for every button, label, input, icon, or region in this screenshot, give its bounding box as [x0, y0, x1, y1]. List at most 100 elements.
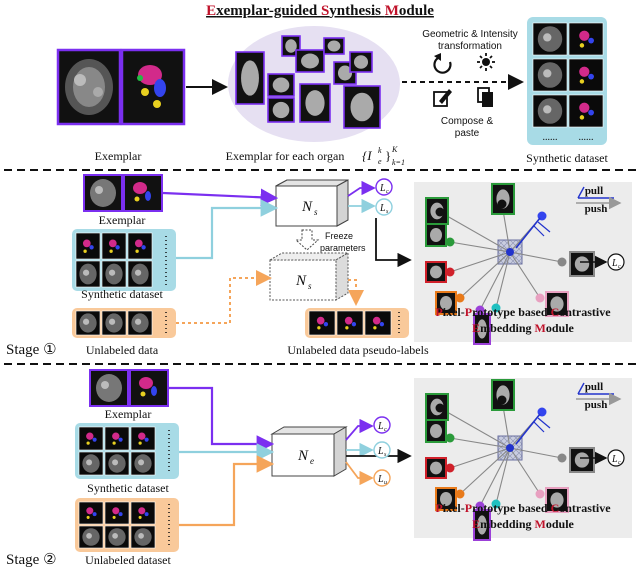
class-shape — [430, 423, 442, 439]
s1-network-frozen-sub: s — [308, 281, 312, 291]
organ-shape — [301, 53, 319, 69]
compose-label-2: paste — [455, 128, 480, 139]
organ-shape — [272, 101, 290, 119]
prototype-node — [445, 267, 455, 277]
s2-exemplar — [89, 369, 169, 407]
s1-network-sub: s — [314, 207, 318, 217]
seg-organ — [108, 239, 117, 248]
organ-shape — [272, 77, 290, 93]
seg-organ — [379, 322, 385, 327]
s1-exemplar-label: Exemplar — [99, 213, 146, 227]
push-edge — [509, 447, 541, 495]
seg-organ — [316, 316, 325, 325]
title-part: P — [435, 501, 442, 515]
organ-formula: {I k e } K k=1 — [362, 145, 405, 167]
pull-edge — [515, 217, 541, 249]
s1-exemplar — [83, 174, 163, 212]
ct-organ — [112, 533, 118, 539]
anchor-node — [506, 444, 514, 452]
class-shape — [430, 265, 442, 279]
s2-network-sub: e — [310, 456, 314, 466]
title-part: C — [551, 501, 560, 515]
push-edge — [459, 447, 511, 495]
class-shape — [440, 491, 452, 507]
ct-organ — [82, 269, 90, 276]
pull-tick — [537, 221, 551, 233]
seg-organ — [323, 322, 329, 327]
ppcem-title-line2: Embedding Module — [472, 321, 574, 335]
push-edge — [449, 241, 511, 253]
title-part: ynthesis — [329, 3, 384, 19]
transform-label-1: Geometric & Intensity — [422, 29, 518, 40]
seg-organ — [112, 432, 120, 440]
s1-loss-c: L c — [375, 178, 393, 196]
s1-synthetic-tiles — [75, 232, 167, 288]
title-part: xemplar-guided — [216, 3, 321, 19]
title-part: E — [206, 3, 216, 19]
seg-organ — [134, 239, 143, 248]
svg-text:k: k — [378, 146, 382, 155]
prototype-node — [445, 237, 455, 247]
lc-circle — [607, 449, 625, 467]
organ-label: Exemplar for each organ — [226, 149, 345, 163]
s2-unlabeled-label: Unlabeled dataset — [85, 553, 171, 567]
lc-label: L — [611, 258, 618, 269]
top-exemplar — [56, 48, 186, 126]
transform-label-2: transformation — [438, 41, 502, 52]
ppcem-title-line1: Pixel-Prototype based Contrastive — [435, 501, 611, 515]
seg-organ — [112, 515, 116, 519]
prototype-node — [497, 199, 507, 209]
svg-text:L: L — [379, 203, 386, 214]
prototype-node — [435, 403, 445, 413]
organ-tiles — [235, 35, 381, 129]
s1-loss-s: L s — [375, 198, 393, 216]
seg-organ — [579, 79, 585, 84]
s1-unlabeled-label: Unlabeled data — [86, 343, 159, 357]
title-part: odule — [399, 3, 434, 19]
title-part: E — [472, 321, 480, 335]
svg-text:c: c — [386, 189, 389, 195]
s2-unlabeled-tiles — [78, 501, 170, 549]
svg-text:e: e — [378, 157, 382, 166]
svg-text:{I: {I — [362, 148, 372, 163]
title-part: P — [465, 501, 472, 515]
organ-shape — [305, 90, 325, 116]
prototype-node — [497, 395, 507, 405]
push-edge — [459, 251, 511, 299]
prototype-node — [435, 207, 445, 217]
ct-organ — [86, 533, 92, 539]
s2-arrow-lu — [345, 461, 374, 486]
s2-stage-label: Stage ② — [6, 552, 57, 568]
top-exemplar-label: Exemplar — [95, 149, 142, 163]
title-part: ixel- — [443, 501, 465, 515]
top-synthetic-tiles — [532, 22, 604, 128]
push-edge — [509, 251, 541, 299]
ct-organ — [134, 269, 142, 276]
ppcem-title-line1: Pixel-Prototype based Contrastive — [435, 305, 611, 319]
push-edge — [439, 211, 511, 253]
ct-organ — [112, 459, 119, 466]
ct-organ — [86, 459, 93, 466]
s1-arrow-synthetic — [176, 199, 279, 260]
seg-organ — [86, 432, 94, 440]
seg-organ — [112, 441, 116, 445]
s1-arrow-pseudo — [348, 279, 364, 306]
s2-network-label: N — [297, 448, 309, 464]
svg-text:L: L — [377, 421, 384, 432]
pull-label: pull — [585, 185, 603, 197]
prototype-node — [535, 293, 545, 303]
s1-network-box — [275, 179, 349, 227]
title-part: rototype based — [472, 501, 550, 515]
seg-organ — [86, 441, 90, 445]
top-synthetic-label: Synthetic dataset — [526, 151, 608, 165]
organ-shape — [285, 39, 297, 53]
svg-text:}: } — [385, 148, 391, 163]
s1-unlabeled-tiles — [75, 310, 167, 336]
push-edge — [449, 251, 511, 273]
prototype-node — [455, 489, 465, 499]
freeze-arrow — [294, 229, 320, 251]
svg-text:L: L — [377, 474, 384, 485]
seg-organ — [86, 515, 90, 519]
